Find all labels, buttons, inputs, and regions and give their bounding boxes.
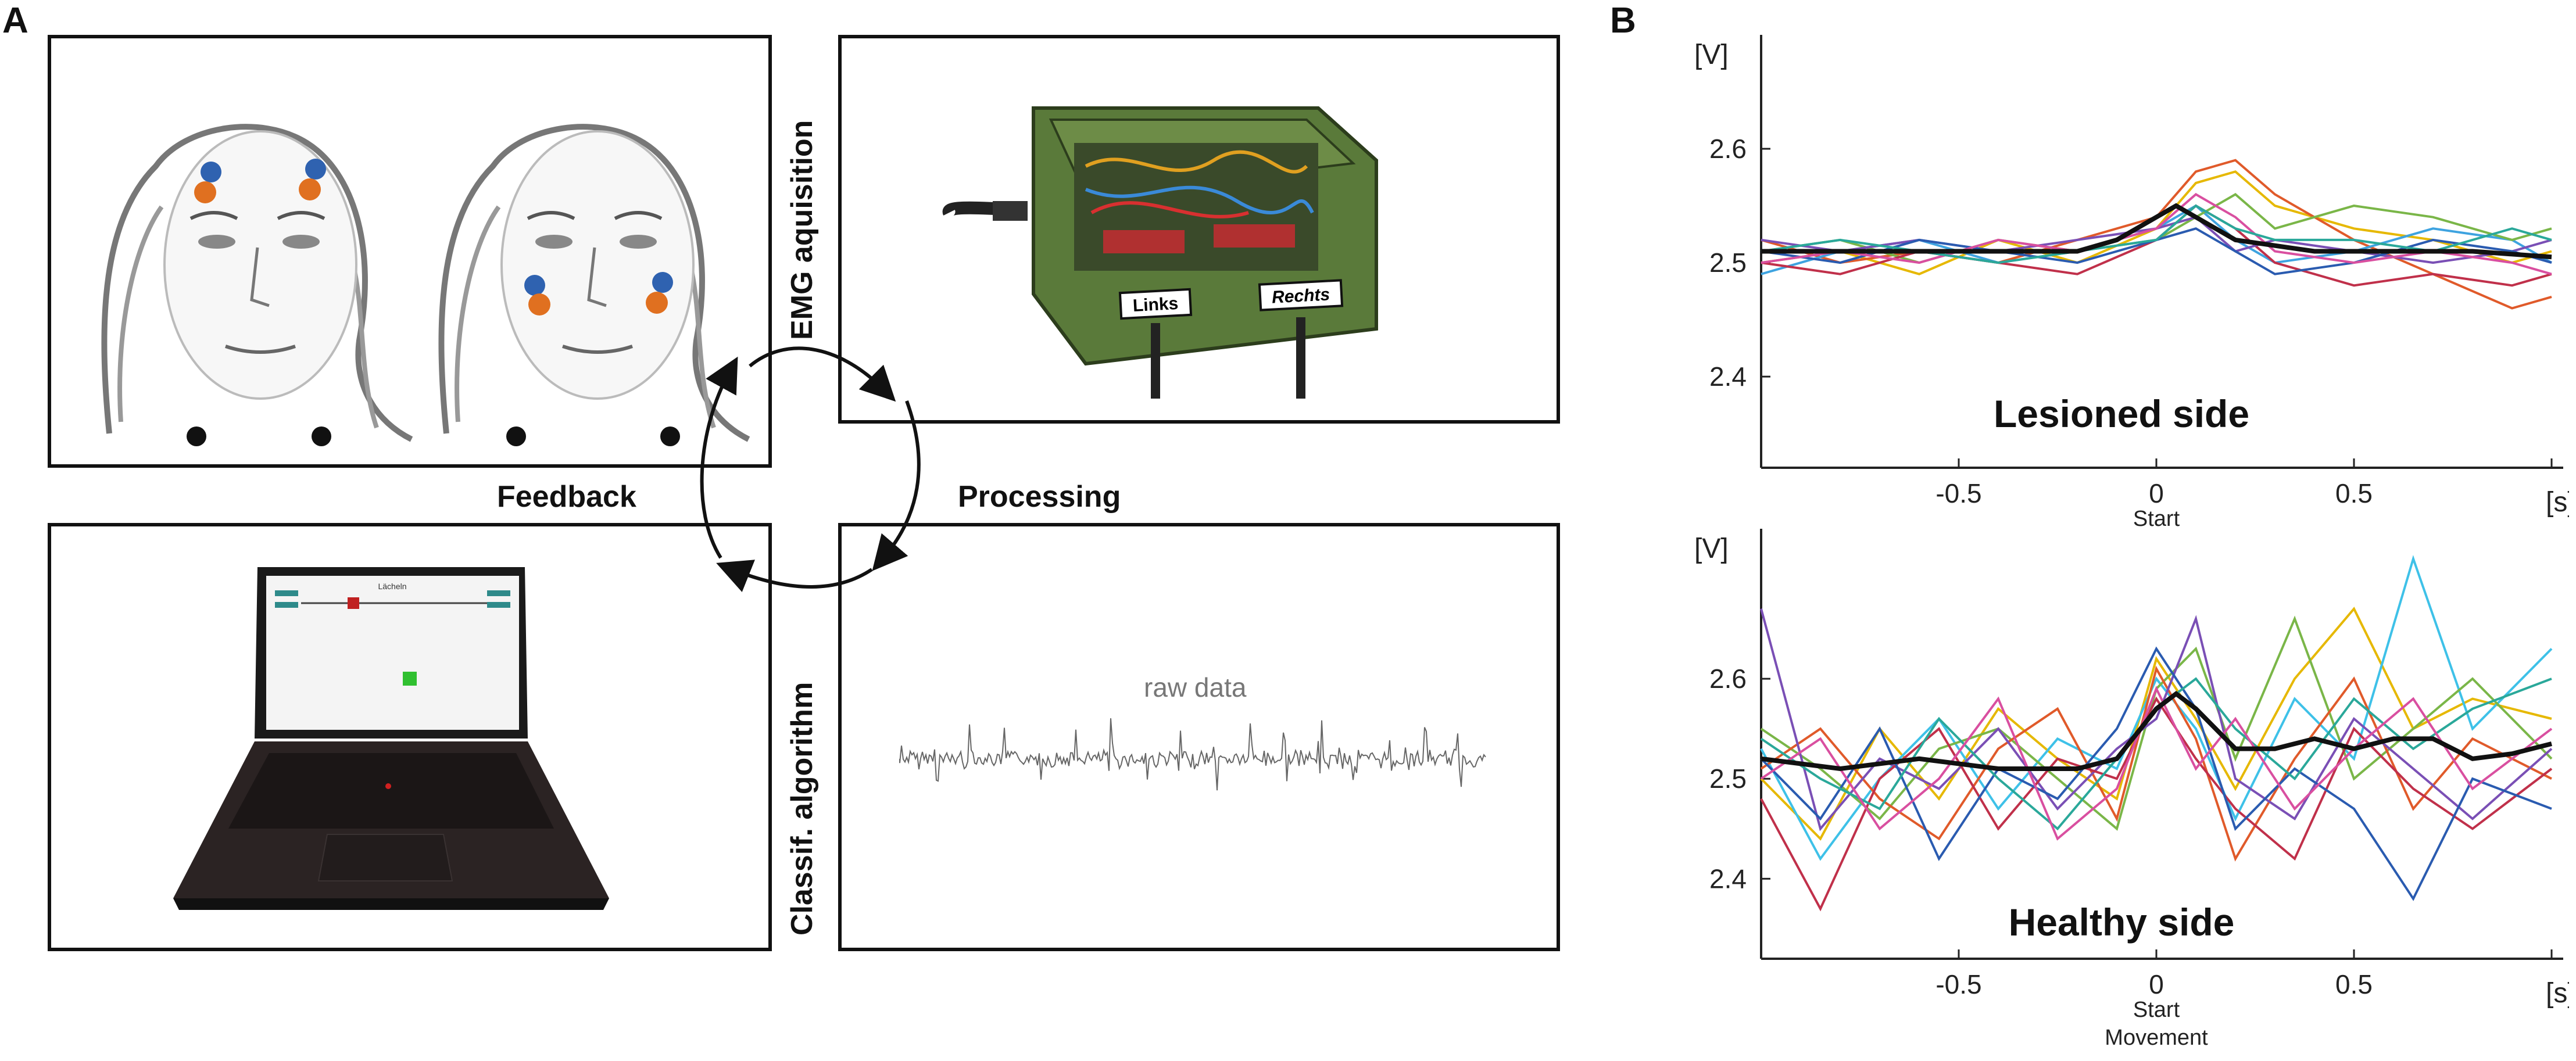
trial-line-1: [1760, 607, 2552, 841]
trial-line-1: [1761, 170, 2552, 275]
laptop-slider-marker: [348, 597, 359, 609]
electrode-blue-2: [305, 159, 326, 180]
face-electrodes-box: [48, 35, 772, 468]
y-tick-label: 2.4: [1709, 863, 1747, 894]
chart-title: Lesioned side: [1994, 392, 2249, 435]
trial-line-9: [1760, 686, 2553, 841]
electrode-orange-2: [299, 178, 321, 200]
electrode-ground-1: [187, 426, 206, 446]
trial-line-5: [1760, 608, 2553, 831]
y-tick-label: 2.6: [1709, 134, 1747, 164]
electrode-blue-4: [652, 272, 673, 293]
box-label-right: Rechts: [1271, 285, 1330, 307]
electrode-orange-3: [528, 293, 550, 316]
electrode-ground-4: [660, 426, 680, 446]
arrow-to-faces: [700, 356, 738, 559]
trial-line-7: [1761, 227, 2552, 275]
y-axis-label: [V]: [1694, 533, 1729, 564]
x-tick-label: 0.5: [2335, 478, 2373, 508]
trial-line-2: [1761, 159, 2552, 310]
mean-line: [1761, 690, 2552, 772]
label-feedback: Feedback: [497, 480, 636, 514]
face-left: [101, 124, 413, 446]
panel-letter-a: A: [2, 1, 28, 41]
electrode-blue-3: [524, 275, 545, 296]
arrow-to-classif: [872, 400, 921, 571]
x-axis-label: [s]: [2546, 487, 2569, 518]
laptop-feedback-box: Lächeln: [48, 523, 772, 951]
electrode-blue-1: [201, 162, 221, 182]
emg-device-illustration: Links Rechts: [942, 106, 1378, 399]
laptop-target-square: [403, 672, 417, 686]
electrode-ground-2: [312, 426, 331, 446]
face-right: [438, 124, 750, 446]
raw-emg-signal: [899, 718, 1486, 791]
panel-letter-b: B: [1610, 1, 1636, 41]
x-tick-label: 0.5: [2335, 969, 2373, 999]
emg-hardware-box: Links Rechts: [838, 35, 1560, 424]
laptop-illustration: Lächeln: [173, 567, 609, 910]
electrode-orange-1: [194, 181, 216, 203]
y-tick-label: 2.5: [1709, 248, 1747, 278]
laptop-screen-title: Lächeln: [378, 582, 406, 591]
y-tick-label: 2.6: [1709, 664, 1747, 694]
y-axis-label: [V]: [1694, 40, 1729, 70]
trial-line-9: [1761, 204, 2552, 264]
electrode-ground-3: [506, 426, 526, 446]
trial-line-7: [1760, 646, 2552, 901]
label-emg-acquisition: EMG aquisition: [785, 120, 819, 340]
raw-emg-trace: [899, 718, 1486, 791]
arrow-to-feedback: [716, 560, 873, 592]
raw-data-box: raw data: [838, 523, 1560, 951]
electrode-orange-4: [646, 292, 668, 314]
label-classif-algorithm: Classif. algorithm: [785, 682, 819, 935]
cycle-arrows: [700, 346, 921, 592]
trial-line-2: [1760, 555, 2553, 861]
x-tick-label: -0.5: [1935, 969, 1981, 999]
x-axis-label: [s]: [2546, 978, 2569, 1009]
x-tick-label: 0: [2149, 969, 2164, 999]
y-tick-label: 2.5: [1709, 764, 1747, 794]
label-processing: Processing: [958, 480, 1121, 514]
x-tick-label: -0.5: [1935, 478, 1981, 508]
mean-line: [1761, 203, 2552, 260]
arrow-to-emg: [749, 346, 896, 402]
face-illustrations: [101, 124, 750, 446]
raw-data-label: raw data: [1144, 672, 1247, 702]
chart-title: Healthy side: [2009, 901, 2235, 944]
box-label-left: Links: [1132, 294, 1179, 316]
x-tick-label: 0: [2149, 478, 2164, 508]
y-tick-label: 2.4: [1709, 361, 1747, 392]
